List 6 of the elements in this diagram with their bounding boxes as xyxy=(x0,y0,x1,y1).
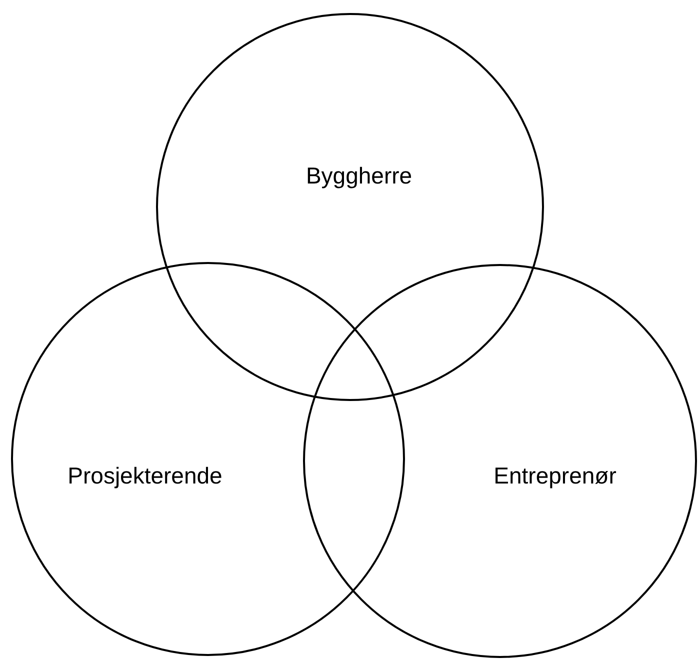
circle-label: Entreprenør xyxy=(494,462,616,490)
venn-circle xyxy=(11,262,405,656)
venn-circle xyxy=(156,13,544,401)
circle-label: Prosjekterende xyxy=(68,462,222,490)
venn-circle xyxy=(303,264,697,658)
circle-label: Byggherre xyxy=(306,162,412,190)
